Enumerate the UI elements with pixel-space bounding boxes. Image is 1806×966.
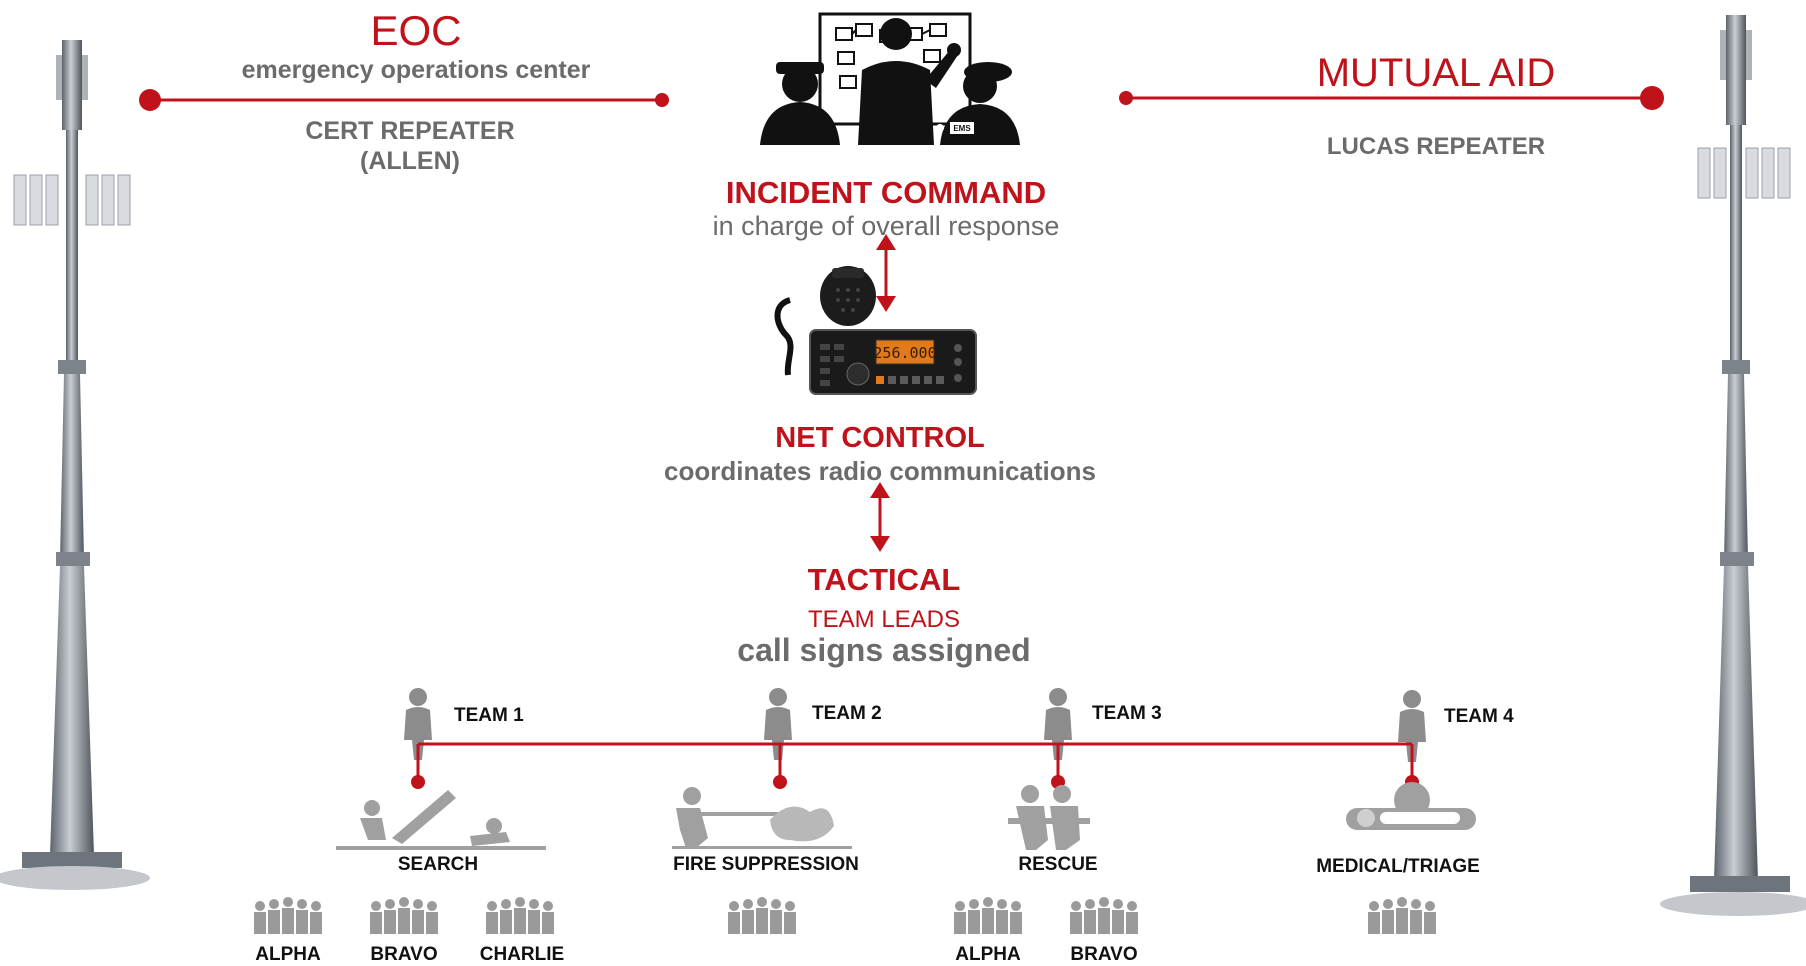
arrow-netcontrol-to-tactical — [870, 482, 890, 552]
right-tower-icon — [1660, 15, 1806, 916]
team-2-leader-icon — [764, 688, 792, 760]
mutual-aid-title: MUTUAL AID — [1316, 51, 1556, 95]
team-3-unit-bravo: BRAVO — [1070, 944, 1138, 965]
team-2-operation: FIRE SUPPRESSION — [673, 854, 859, 875]
team-1-leader-icon — [404, 688, 432, 760]
eoc-title: EOC — [370, 7, 462, 54]
search-bravo-group-icon — [370, 897, 438, 934]
fire-suppression-icon — [672, 787, 852, 849]
search-operation-icon — [336, 790, 546, 850]
team-2-node — [773, 775, 787, 789]
team-1-unit-alpha: ALPHA — [255, 944, 321, 965]
team-4-label: TEAM 4 — [1444, 706, 1514, 727]
mutual-aid-link — [1119, 86, 1664, 110]
lucas-repeater-label: LUCAS REPEATER — [1326, 133, 1546, 160]
ems-vest-label: EMS — [953, 124, 971, 133]
rescue-alpha-group-icon — [954, 897, 1022, 934]
net-control-subtitle: coordinates radio communications — [664, 456, 1096, 486]
tactical-team-leads: TEAM LEADS — [807, 606, 961, 633]
radio-display-readout: 256.000 — [873, 344, 936, 362]
incident-command-group-icon: EMS — [760, 12, 1020, 145]
team-1-operation: SEARCH — [397, 854, 479, 875]
arrow-incident-to-netcontrol — [876, 234, 896, 312]
tactical-call-signs: call signs assigned — [737, 632, 1031, 668]
team-1-unit-charlie: CHARLIE — [479, 944, 565, 965]
search-alpha-group-icon — [254, 897, 322, 934]
rescue-operation-icon — [1008, 785, 1090, 850]
incident-command-title: INCIDENT COMMAND — [725, 175, 1047, 210]
eoc-subtitle: emergency operations center — [241, 56, 591, 84]
tactical-title: TACTICAL — [807, 562, 961, 597]
radio-transceiver-icon: 256.000 — [774, 266, 977, 395]
team-connector-bus — [416, 742, 1414, 782]
net-control-title: NET CONTROL — [775, 422, 985, 454]
team-4-operation: MEDICAL/TRIAGE — [1316, 856, 1480, 877]
search-charlie-group-icon — [486, 897, 554, 934]
medical-triage-group-icon — [1368, 897, 1436, 934]
eoc-link — [139, 89, 669, 111]
unit-groups — [254, 897, 1436, 934]
team-3-label: TEAM 3 — [1092, 703, 1162, 724]
rescue-bravo-group-icon — [1070, 897, 1138, 934]
team-1-unit-bravo: BRAVO — [370, 944, 438, 965]
team-3-leader-icon — [1044, 688, 1072, 760]
team-1-label: TEAM 1 — [454, 705, 524, 726]
cert-repeater-label: CERT REPEATER — [305, 117, 515, 145]
team-2-label: TEAM 2 — [812, 703, 882, 724]
medical-triage-icon — [1346, 782, 1476, 830]
incident-command-subtitle: in charge of overall response — [712, 211, 1060, 241]
team-3-operation: RESCUE — [1018, 854, 1098, 875]
team-4-leader-icon — [1398, 690, 1426, 762]
fire-suppression-group-icon — [728, 897, 796, 934]
cert-repeater-sub: (ALLEN) — [360, 147, 460, 175]
left-tower-icon — [0, 40, 150, 890]
team-3-unit-alpha: ALPHA — [955, 944, 1021, 965]
team-1-node — [411, 775, 425, 789]
